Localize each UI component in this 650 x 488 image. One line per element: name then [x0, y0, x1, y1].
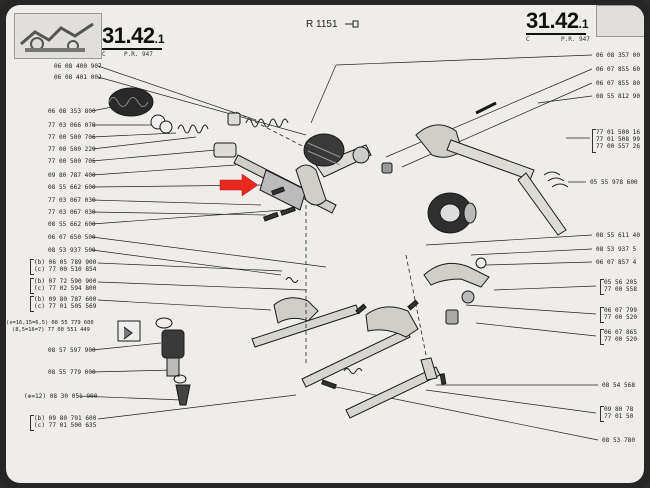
- header-rule-right: [526, 33, 586, 35]
- label-bracket: [30, 259, 34, 275]
- part-label: 06 08 353 800: [48, 108, 96, 115]
- parts-right: [415, 124, 569, 325]
- part-label: 77 00 520: [604, 336, 638, 343]
- label-bracket: [30, 415, 34, 431]
- header-thumbnail-right: [596, 5, 644, 37]
- part-label: 09 80 78: [604, 406, 634, 413]
- part-label: 06 07 855 80: [596, 80, 641, 87]
- ref-pr-right: P.R. 947: [561, 36, 590, 43]
- part-label: 77 00 520: [604, 314, 638, 321]
- part-label: (b) 09 80 791 600: [34, 415, 97, 422]
- part-label: (b) 07 72 590 900: [34, 278, 97, 285]
- hand-pointer-icon: [345, 20, 359, 28]
- dashed-axis-lines: [235, 111, 427, 365]
- ref-suffix-left: .1: [154, 32, 165, 46]
- part-label: 06 07 857 4: [596, 259, 637, 266]
- part-label: (c) 77 01 500 635: [34, 422, 97, 429]
- part-label: (c) 77 00 510 854: [34, 266, 97, 273]
- page-reference-right: 31.42.1: [526, 8, 589, 34]
- parts-catalog-page: 31.42.1 C P.R. 947 R 1151 31.42.1 C P.R.…: [6, 5, 644, 483]
- part-label: 77 03 067 030: [48, 197, 96, 204]
- parts-upper: [108, 87, 497, 222]
- part-label: 05 55 978 600: [590, 179, 638, 186]
- part-label: (8,5=16=7) 77 00 551 449: [12, 327, 90, 333]
- leader-lines: [77, 54, 599, 441]
- ref-pr-left: P.R. 947: [124, 51, 153, 58]
- part-label: 77 01 500 16: [596, 129, 641, 136]
- ref-number-right: 31.42: [526, 8, 579, 33]
- red-arrow-icon: [219, 173, 259, 197]
- exploded-parts-drawing: [77, 54, 599, 441]
- part-label: (b) 09 80 787 600: [34, 296, 97, 303]
- label-bracket: [600, 307, 604, 323]
- label-bracket: [600, 406, 604, 422]
- part-label: 77 00 558: [604, 286, 638, 293]
- part-label: 08 57 597 900: [48, 347, 96, 354]
- part-label: 06 07 865: [604, 329, 638, 336]
- part-label: 77 00 500 705: [48, 158, 96, 165]
- part-label: (s=16,15=6,5) 08 55 779 600: [6, 320, 94, 326]
- ref-suffix-right: .1: [578, 17, 589, 31]
- parts-lower: [117, 277, 447, 419]
- part-label: 77 03 067 030: [48, 209, 96, 216]
- part-label: 77 00 500 229: [48, 146, 96, 153]
- part-label: 09 80 787 400: [48, 172, 96, 179]
- r-reference-text: R 1151: [306, 19, 338, 30]
- part-label: 06 07 650 500: [48, 234, 96, 241]
- part-label: (⊕=12) 08 30 051 900: [24, 393, 98, 400]
- r-reference: R 1151: [306, 19, 360, 30]
- label-bracket: [600, 279, 604, 295]
- part-label: 77 00 500 706: [48, 134, 96, 141]
- part-label: 08 53 937 5: [596, 246, 637, 253]
- part-label: 08 54 568: [602, 382, 636, 389]
- part-label: 08 55 662 600: [48, 184, 96, 191]
- part-label: 08 55 779 000: [48, 369, 96, 376]
- part-label: 77 01 508 99: [596, 136, 641, 143]
- ref-c-left: C: [102, 51, 106, 58]
- part-label: 77 01 50: [604, 413, 634, 420]
- part-label: 06 08 401 002: [54, 74, 102, 81]
- part-label: 06 07 855 60: [596, 66, 641, 73]
- part-label: 77 03 066 078: [48, 122, 96, 129]
- label-bracket: [30, 278, 34, 294]
- header-thumbnail-left: [14, 13, 102, 59]
- part-label: 77 00 557 26: [596, 143, 641, 150]
- part-label: 08 55 812 90: [596, 93, 641, 100]
- part-label: (b) 06 05 789 900: [34, 259, 97, 266]
- header-rule-left: [102, 48, 162, 50]
- label-bracket: [600, 329, 604, 345]
- part-label: 05 56 205: [604, 279, 638, 286]
- part-label: 08 55 611 40: [596, 232, 641, 239]
- part-label: 08 53 937 500: [48, 247, 96, 254]
- part-label: 06 07 799: [604, 307, 638, 314]
- part-label: 06 08 357 00: [596, 52, 641, 59]
- ref-c-right: C: [526, 36, 530, 43]
- ref-number-left: 31.42: [102, 23, 155, 48]
- part-label: 06 08 400 907: [54, 63, 102, 70]
- page-reference-left: 31.42.1: [102, 23, 165, 49]
- gearbox-thumbnail-icon: [20, 22, 94, 52]
- label-bracket: [30, 296, 34, 312]
- part-label: (c) 77 02 594 800: [34, 285, 97, 292]
- label-bracket: [592, 129, 596, 153]
- part-label: 08 55 662 600: [48, 221, 96, 228]
- part-label: (c) 77 01 505 569: [34, 303, 97, 310]
- part-label: 08 53 780: [602, 437, 636, 444]
